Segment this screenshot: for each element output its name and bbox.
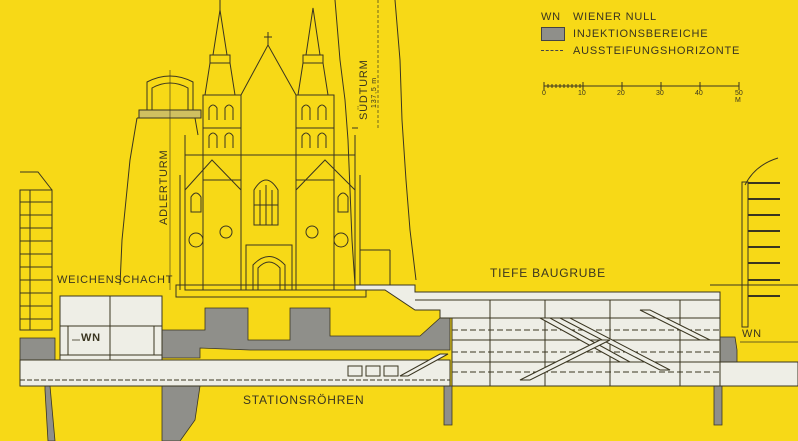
scale-tick: 20	[617, 90, 625, 97]
legend-item-injektionsbereiche: INJEKTIONSBEREICHE	[541, 25, 740, 42]
scale-tick: 10	[578, 90, 586, 97]
scale-tick: 30	[656, 90, 664, 97]
wn-key: WN	[541, 10, 561, 23]
scale-tick: 50 M	[735, 90, 743, 104]
adlerturm-label: ADLERTURM	[158, 149, 170, 225]
wn-right-label: WN	[742, 328, 762, 340]
legend-label: WIENER NULL	[573, 10, 657, 23]
wn-left-label: WN	[81, 332, 101, 344]
scale-line-icon	[543, 82, 740, 90]
dash-line-icon	[541, 50, 563, 51]
suedturm-label: SÜDTURM	[358, 59, 370, 120]
suedturm-shadow-outline	[394, 0, 417, 281]
legend-label: AUSSTEIFUNGSHORIZONTE	[573, 44, 741, 57]
suedturm-outline	[334, 0, 356, 286]
legend-label: INJEKTIONSBEREICHE	[573, 27, 709, 40]
scale-tick: 40	[695, 90, 703, 97]
station-tube	[19, 353, 798, 387]
legend: WN WIENER NULL INJEKTIONSBEREICHE AUSSTE…	[541, 8, 740, 59]
tiefe-baugrube-label: TIEFE BAUGRUBE	[490, 266, 606, 280]
suedturm-height-label: 137,5 m	[371, 77, 378, 108]
tiefe-baugrube-structure	[354, 284, 721, 387]
weichenschacht-label: WEICHENSCHACHT	[57, 274, 174, 286]
legend-item-wiener-null: WN WIENER NULL	[541, 8, 740, 25]
gray-swatch-icon	[541, 26, 565, 41]
stationsroehren-label: STATIONSRÖHREN	[243, 393, 365, 407]
legend-item-aussteifungshorizonte: AUSSTEIFUNGSHORIZONTE	[541, 42, 740, 59]
scale-tick: 0	[542, 90, 546, 97]
scale-bar: 0 10 20 30 40 50 M	[542, 80, 743, 110]
